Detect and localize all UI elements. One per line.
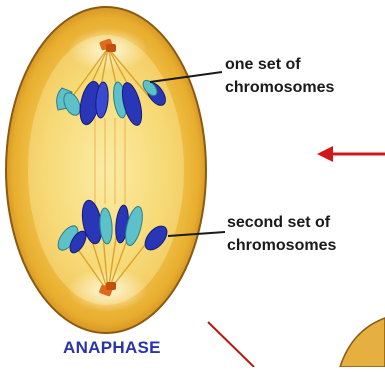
adjacent-cell-fragment [340,318,385,367]
red-arrow-icon [317,146,385,162]
first-set-label-line2: chromosomes [225,78,334,97]
second-set-label-line1: second set of [227,213,330,232]
second-set-label-line2: chromosomes [227,236,336,255]
red-diagonal-line [208,322,254,367]
first-set-label-line1: one set of [225,55,301,74]
phase-title: ANAPHASE [63,338,161,358]
